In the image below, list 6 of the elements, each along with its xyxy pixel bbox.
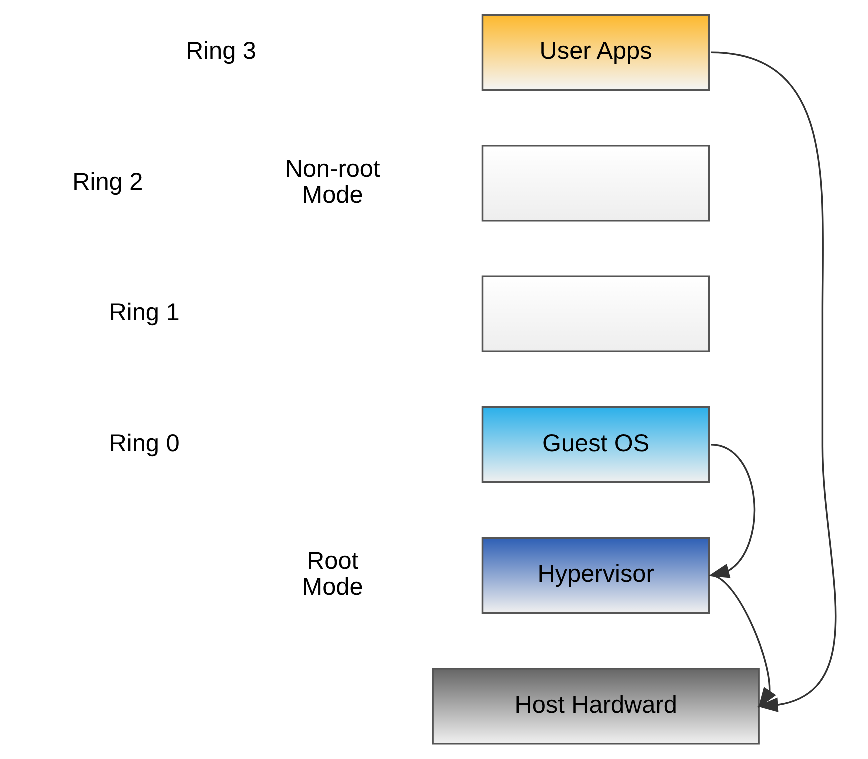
label: Ring 0 — [108, 430, 180, 458]
label: Ring 1 — [108, 300, 180, 327]
label: Root Mode — [302, 548, 363, 602]
label: Ring 3 — [185, 38, 256, 66]
label: Ring 2 — [72, 168, 143, 196]
label: Non-root Mode — [284, 156, 380, 209]
